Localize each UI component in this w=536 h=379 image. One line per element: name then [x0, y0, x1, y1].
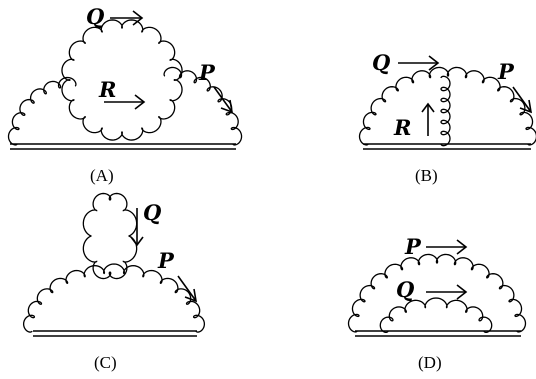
gluon-vertical-b [440, 75, 451, 147]
momentum-arrow-b-q [398, 55, 440, 71]
momentum-arrow-a-p [213, 86, 234, 114]
gluon-arc-d-inner [379, 297, 493, 334]
momentum-arrow-c-q [130, 208, 144, 247]
label-c-p: P [157, 248, 175, 273]
label-b-q: Q [372, 50, 390, 75]
gluon-arc-a-right [163, 66, 243, 146]
diagram-b: Q R P (B) [358, 50, 536, 185]
label-a-r: R [98, 77, 116, 102]
momentum-arrow-c-p [177, 275, 198, 303]
label-b-r: R [393, 115, 411, 140]
momentum-arrow-a-r [104, 94, 146, 110]
gluon-arc-a-left [7, 76, 77, 146]
caption-c: (C) [94, 353, 117, 372]
label-a-q: Q [86, 4, 104, 29]
label-c-q: Q [143, 200, 161, 225]
label-d-p: P [404, 234, 422, 259]
gluon-tadpole-c [82, 192, 138, 280]
fermion-line-c [33, 330, 197, 337]
momentum-arrow-b-p [512, 86, 533, 114]
momentum-arrow-d-q [426, 284, 468, 300]
fermion-line-d [355, 330, 521, 337]
fermion-line-a [10, 143, 236, 150]
diagram-c: Q P (C) [22, 192, 206, 372]
gluon-loop-a [61, 19, 183, 141]
momentum-arrow-a-q [110, 10, 144, 26]
diagram-a: Q R P (A) [7, 4, 243, 185]
caption-b: (B) [415, 166, 438, 185]
label-a-p: P [198, 60, 216, 85]
gluon-arc-d-outer [347, 253, 527, 333]
caption-d: (D) [418, 353, 442, 372]
diagram-d: P Q (D) [347, 234, 527, 372]
gluon-arc-c [22, 263, 206, 333]
caption-a: (A) [90, 166, 114, 185]
momentum-arrow-d-p [426, 239, 468, 255]
label-b-p: P [497, 59, 515, 84]
momentum-arrow-b-r [421, 102, 435, 136]
label-d-q: Q [396, 277, 414, 302]
